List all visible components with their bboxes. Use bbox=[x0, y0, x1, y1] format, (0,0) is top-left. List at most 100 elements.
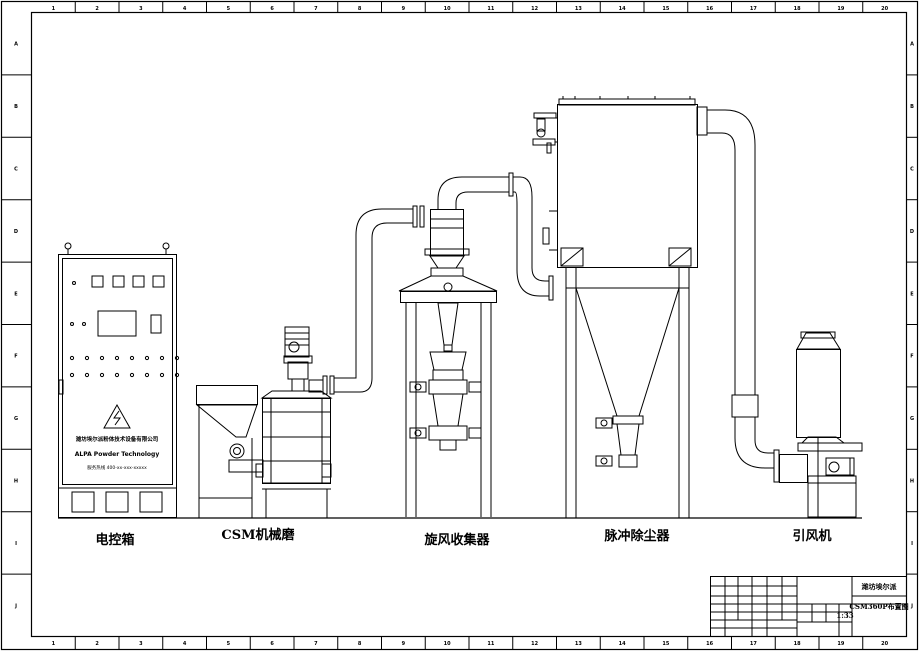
panel-knob bbox=[144, 355, 150, 361]
pipe-cyclone-to-dust-collector bbox=[437, 172, 554, 301]
grid-letter-H: H bbox=[14, 479, 18, 485]
grid-number-3: 3 bbox=[139, 6, 143, 12]
grid-number-5: 5 bbox=[227, 641, 231, 647]
panel-knob bbox=[99, 355, 105, 361]
label-mill: CSM机械磨 bbox=[221, 527, 294, 543]
grid-number-12: 12 bbox=[531, 641, 538, 647]
grid-number-2: 2 bbox=[95, 6, 99, 12]
cyclone-collector bbox=[398, 209, 498, 517]
grid-number-8: 8 bbox=[358, 6, 362, 12]
grid-letter-E: E bbox=[14, 291, 18, 297]
grid-number-6: 6 bbox=[270, 6, 274, 12]
induced-draft-fan bbox=[779, 331, 863, 518]
panel-knob bbox=[159, 372, 165, 378]
panel-knob bbox=[114, 372, 120, 378]
grid-number-15: 15 bbox=[662, 6, 669, 12]
title-block-drawing-title: CSM360P布置图 bbox=[849, 602, 908, 611]
grid-number-19: 19 bbox=[837, 641, 844, 647]
grid-number-4: 4 bbox=[183, 641, 187, 647]
grid-number-16: 16 bbox=[706, 6, 713, 12]
grid-number-8: 8 bbox=[358, 641, 362, 647]
grid-number-7: 7 bbox=[314, 6, 318, 12]
grid-letter-F: F bbox=[14, 354, 17, 360]
grid-number-9: 9 bbox=[402, 6, 406, 12]
grid-number-13: 13 bbox=[575, 6, 582, 12]
title-block-company: 潍坊埃尔派 bbox=[862, 582, 898, 591]
grid-number-3: 3 bbox=[139, 641, 143, 647]
grid-letter-F: F bbox=[910, 354, 913, 360]
grid-letter-G: G bbox=[14, 416, 18, 422]
grid-letter-J: J bbox=[910, 603, 913, 609]
grid-number-20: 20 bbox=[881, 6, 888, 12]
grid-letter-D: D bbox=[14, 229, 18, 235]
grid-letter-B: B bbox=[14, 104, 18, 110]
grid-letter-H: H bbox=[910, 479, 914, 485]
grid-number-15: 15 bbox=[662, 641, 669, 647]
grid-letter-I: I bbox=[15, 541, 17, 547]
grid-letter-C: C bbox=[14, 167, 18, 173]
grid-number-17: 17 bbox=[750, 641, 757, 647]
panel-knob bbox=[129, 372, 135, 378]
grid-number-14: 14 bbox=[619, 641, 626, 647]
grid-letter-D: D bbox=[910, 229, 914, 235]
top-grid-ticks: 1122334455667788991010111112121313141415… bbox=[52, 1, 889, 650]
grid-number-2: 2 bbox=[95, 641, 99, 647]
csm-mill bbox=[195, 326, 335, 518]
grid-number-5: 5 bbox=[227, 6, 231, 12]
panel-knob bbox=[99, 372, 105, 378]
title-block: 潍坊埃尔派 CSM360P布置图 1:33 bbox=[710, 576, 909, 637]
panel-knob bbox=[84, 355, 90, 361]
pipe-collector-to-fan bbox=[696, 106, 780, 483]
grid-number-7: 7 bbox=[314, 641, 318, 647]
grid-number-4: 4 bbox=[183, 6, 187, 12]
grid-number-12: 12 bbox=[531, 6, 538, 12]
panel-knob bbox=[69, 372, 75, 378]
grid-letter-J: J bbox=[14, 603, 17, 609]
control-box: 潍坊埃尔派粉体技术设备有限公司 ALPA Powder Technology 服… bbox=[58, 242, 180, 518]
grid-number-10: 10 bbox=[444, 6, 451, 12]
grid-number-17: 17 bbox=[750, 6, 757, 12]
pulse-dust-collector bbox=[532, 96, 698, 518]
grid-number-11: 11 bbox=[487, 6, 494, 12]
panel-knob bbox=[84, 372, 90, 378]
panel-knob bbox=[159, 355, 165, 361]
grid-letter-B: B bbox=[910, 104, 914, 110]
service-phone: 服务热线 400-xx-xxx-xxxxx bbox=[87, 464, 147, 471]
panel-knob bbox=[114, 355, 120, 361]
grid-number-9: 9 bbox=[402, 641, 406, 647]
label-cyclone: 旋风收集器 bbox=[423, 532, 490, 548]
grid-number-14: 14 bbox=[619, 6, 626, 12]
grid-number-19: 19 bbox=[837, 6, 844, 12]
company-name-cn: 潍坊埃尔派粉体技术设备有限公司 bbox=[76, 435, 159, 443]
grid-letter-A: A bbox=[14, 42, 18, 48]
grid-number-20: 20 bbox=[881, 641, 888, 647]
grid-number-18: 18 bbox=[794, 641, 801, 647]
label-control-box: 电控箱 bbox=[95, 532, 134, 548]
grid-letter-I: I bbox=[911, 541, 913, 547]
grid-number-1: 1 bbox=[52, 6, 56, 12]
grid-number-6: 6 bbox=[270, 641, 274, 647]
grid-letter-A: A bbox=[910, 42, 914, 48]
grid-number-1: 1 bbox=[52, 641, 56, 647]
label-fan: 引风机 bbox=[792, 528, 831, 544]
panel-knob bbox=[129, 355, 135, 361]
grid-number-10: 10 bbox=[444, 641, 451, 647]
panel-knob bbox=[174, 372, 180, 378]
panel-knob bbox=[174, 355, 180, 361]
grid-number-13: 13 bbox=[575, 641, 582, 647]
pipe-mill-to-cyclone bbox=[334, 205, 425, 393]
side-grid-ticks: A A B B C C D D E E F F G G H H I I J J bbox=[1, 42, 918, 609]
title-block-scale: 1:33 bbox=[836, 611, 853, 620]
grid-letter-E: E bbox=[910, 291, 914, 297]
panel-knob bbox=[144, 372, 150, 378]
grid-letter-G: G bbox=[910, 416, 914, 422]
grid-letter-C: C bbox=[910, 167, 914, 173]
label-dust-collector: 脉冲除尘器 bbox=[603, 528, 670, 544]
grid-number-11: 11 bbox=[487, 641, 494, 647]
panel-knob bbox=[69, 355, 75, 361]
company-name-en: ALPA Powder Technology bbox=[75, 451, 160, 458]
grid-number-18: 18 bbox=[794, 6, 801, 12]
grid-number-16: 16 bbox=[706, 641, 713, 647]
